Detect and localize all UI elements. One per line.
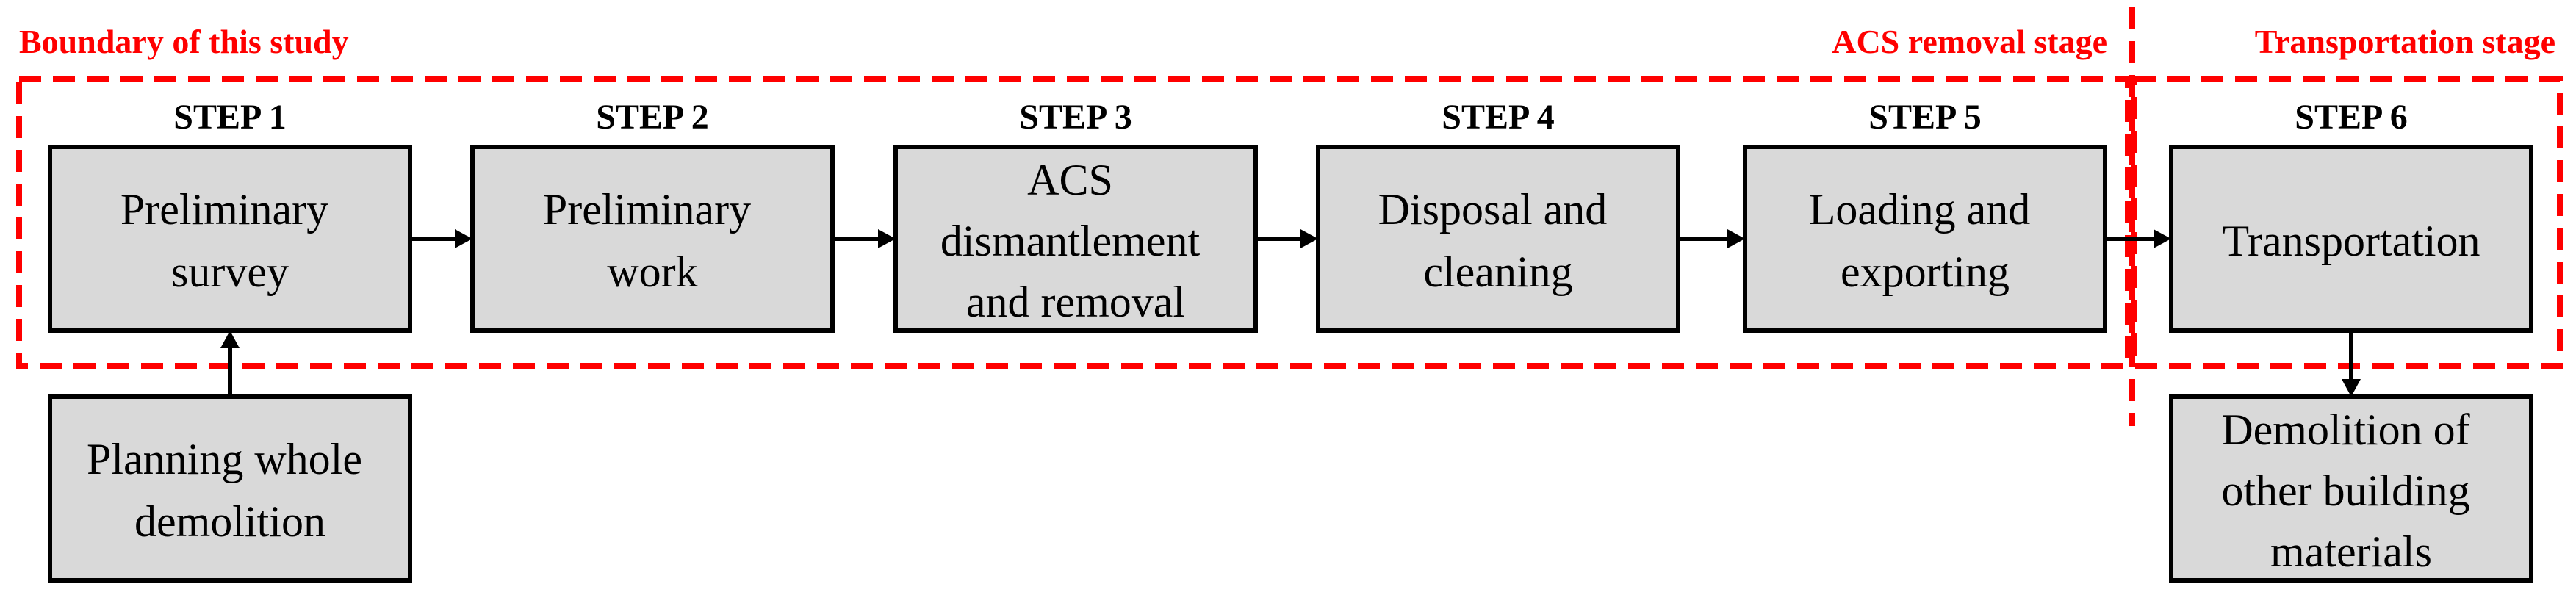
- step-1-box: [48, 145, 412, 333]
- step-6-box: [2169, 145, 2533, 333]
- step-4-box: [1316, 145, 1680, 333]
- boundary-acs-region: [16, 76, 2131, 369]
- demolition-box: [2169, 394, 2533, 583]
- step-5-title: STEP 5: [1868, 98, 1981, 137]
- boundary-transportation-region: [2131, 76, 2563, 369]
- step-2-title: STEP 2: [596, 98, 708, 137]
- step-3-box: [893, 145, 1258, 333]
- step-6-title: STEP 6: [2295, 98, 2407, 137]
- step-2-text: Preliminary work: [543, 185, 762, 296]
- arrow-step5-to-step6: [2105, 229, 2171, 248]
- arrow-step6-to-demolition: [2342, 331, 2361, 397]
- arrow-step2-to-step3: [832, 229, 896, 248]
- arrow-step3-to-step4: [1256, 229, 1318, 248]
- step-2-box: [470, 145, 835, 333]
- step-1-title: STEP 1: [173, 98, 286, 137]
- step-4-title: STEP 4: [1442, 98, 1554, 137]
- planning-text: Planning whole demolition: [87, 435, 373, 546]
- transportation-stage-label: Transportation stage: [2255, 23, 2555, 60]
- step-1-text: Preliminary survey: [120, 185, 339, 296]
- step-5-box: [1743, 145, 2107, 333]
- step-6-text: Transportation: [2222, 217, 2480, 265]
- arrow-planning-to-step1: [220, 331, 240, 397]
- demolition-text: Demolition of other building materials: [2221, 405, 2480, 576]
- planning-box: [48, 394, 412, 583]
- acs-removal-stage-label: ACS removal stage: [1832, 23, 2107, 60]
- step-3-title: STEP 3: [1019, 98, 1132, 137]
- boundary-label: Boundary of this study: [19, 23, 349, 60]
- step-3-text: ACS dismantlement and removal: [940, 156, 1211, 326]
- step-5-text: Loading and exporting: [1809, 185, 2042, 296]
- step-4-text: Disposal and cleaning: [1378, 185, 1619, 296]
- arrow-step1-to-step2: [410, 229, 472, 248]
- arrow-step4-to-step5: [1678, 229, 1745, 248]
